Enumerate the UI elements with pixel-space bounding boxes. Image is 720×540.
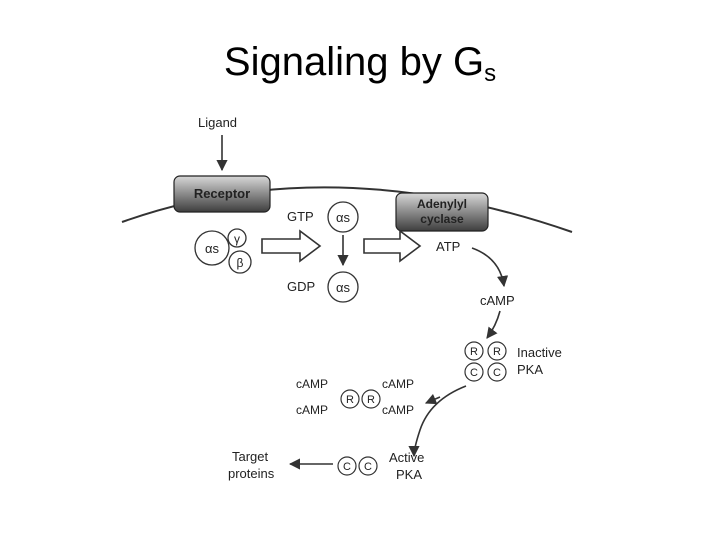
inactive-pka-label-line1: Inactive [517,345,562,360]
g-protein-trimer: αs γ β [194,228,252,274]
trimer-beta-label: β [237,256,244,270]
inactive-pka-c2: C [493,367,501,379]
inactive-pka-r2: R [493,346,501,358]
camp-pka-arrow [486,310,501,339]
atp-camp-arrow [471,247,509,288]
camp-label: cAMP [480,293,515,308]
inactive-pka-c1: C [470,367,478,379]
alpha-s-gtp: αs [327,201,359,233]
inactive-pka: R R C C [464,341,507,382]
adenylyl-cyclase-box: Adenylyl cyclase [395,192,489,232]
inactive-pka-r1: R [470,346,478,358]
regulatory-r1: R [346,394,354,406]
target-label-line2: proteins [228,466,275,481]
regulatory-r2: R [367,394,375,406]
active-pka-c1: C [343,461,351,473]
trimer-alpha-label: αs [205,241,220,256]
hollow-arrow-2 [363,229,422,263]
regulatory-branch-arrow [424,393,441,405]
camp-bound-bottom-left: cAMP [296,403,328,417]
ligand-label: Ligand [198,115,237,130]
alpha-s-gdp-label: αs [336,280,351,295]
alpha-s-gtp-label: αs [336,210,351,225]
camp-bound-top-left: cAMP [296,377,328,391]
trimer-gamma-label: γ [234,232,240,246]
receptor-box: Receptor [173,175,271,213]
title-text: Signaling by G [223,40,485,84]
slide-title: Signaling by Gs [0,40,720,88]
regulatory-subunits: R R [340,389,381,409]
receptor-label: Receptor [194,186,250,201]
camp-bound-bottom-right: cAMP [382,403,414,417]
hollow-arrow-1 [261,229,322,263]
gtp-label: GTP [287,209,314,224]
atp-label: ATP [436,239,460,254]
alpha-s-gdp: αs [327,271,359,303]
adenylyl-label-line2: cyclase [420,212,464,226]
target-label-line1: Target [232,449,269,464]
title-subscript: s [484,60,497,87]
active-pka-c2: C [364,461,372,473]
adenylyl-label-line1: Adenylyl [417,197,467,211]
active-pka-label-line1: Active [389,450,424,465]
camp-bound-top-right: cAMP [382,377,414,391]
active-pka: C C [337,456,378,476]
inactive-pka-label-line2: PKA [517,362,543,377]
gdp-label: GDP [287,279,315,294]
dissociation-curve [408,385,467,458]
active-pka-label-line2: PKA [396,467,422,482]
